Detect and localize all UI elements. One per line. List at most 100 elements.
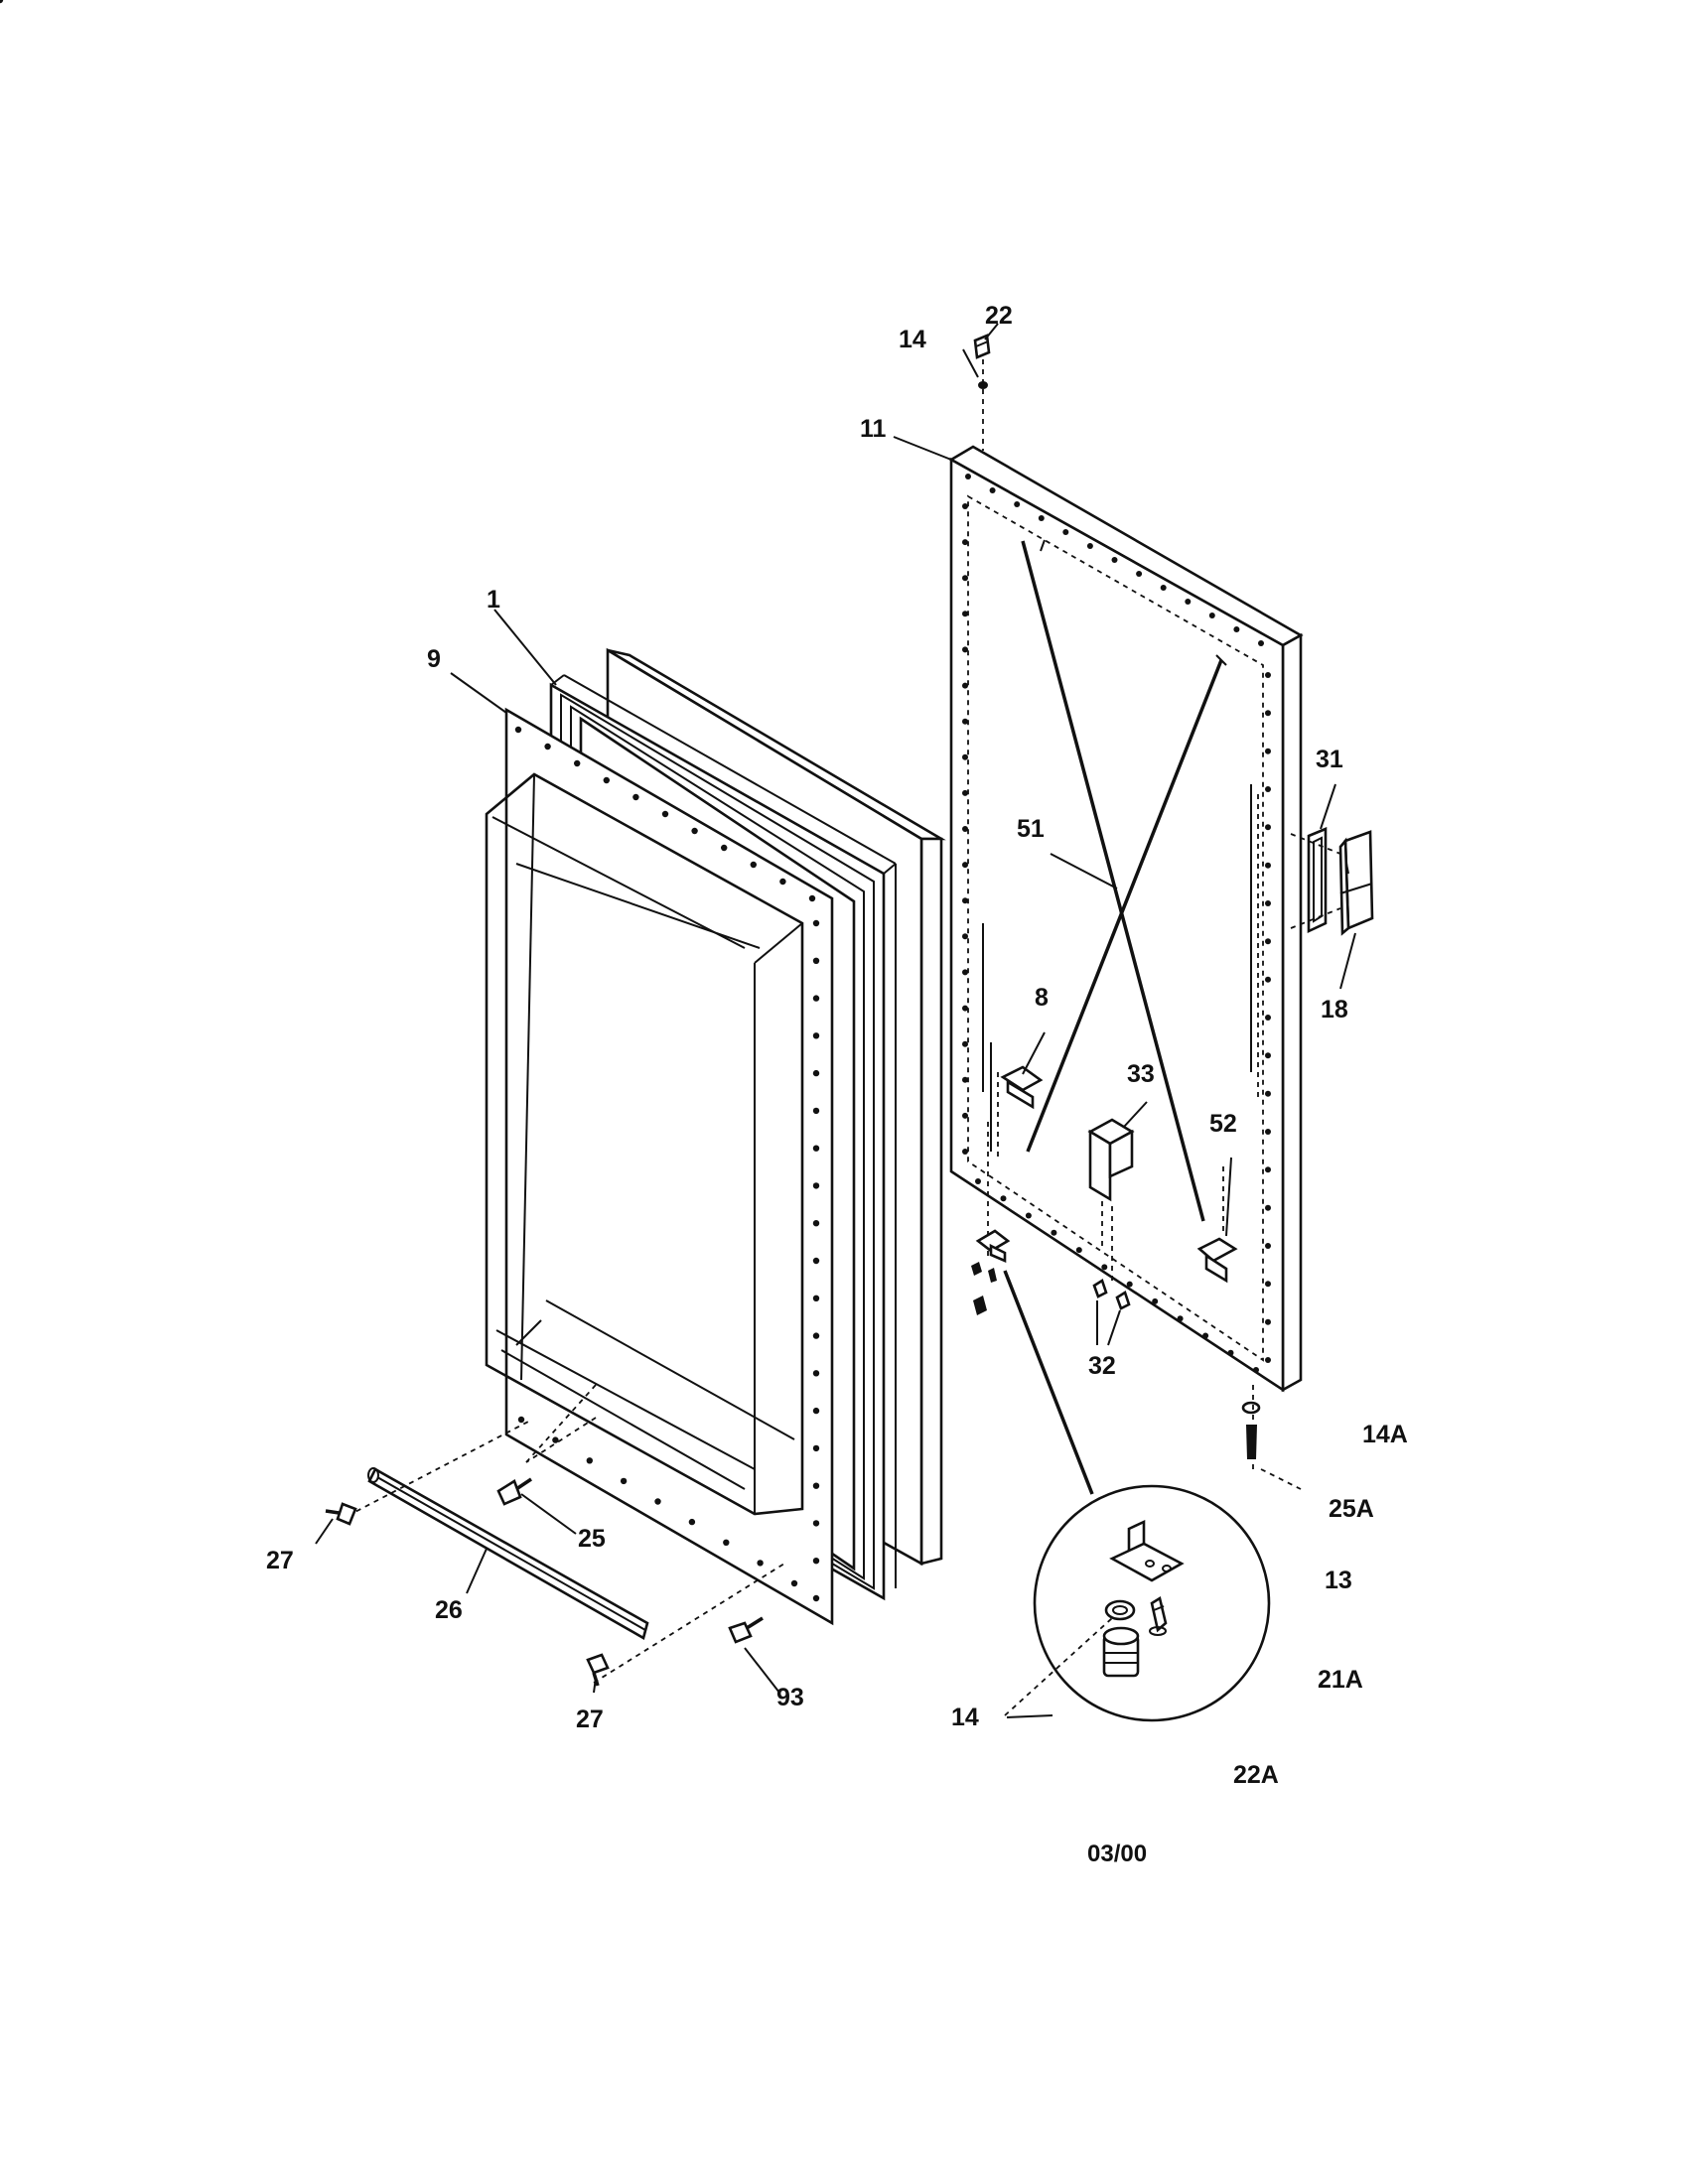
washer-14-top-icon <box>978 381 988 389</box>
screw-hole <box>1265 1166 1271 1173</box>
screw-hole <box>603 776 610 784</box>
screw-hole <box>1253 1367 1259 1373</box>
label-93: 93 <box>776 1684 804 1711</box>
screw-hole <box>790 1579 798 1587</box>
screw-hole <box>1258 640 1264 646</box>
screw-hole <box>812 1032 820 1039</box>
pin-25A-icon <box>1246 1425 1257 1459</box>
screw-hole <box>1265 786 1271 792</box>
screw-hole <box>721 844 728 852</box>
screw-hole <box>1265 672 1271 678</box>
label-26: 26 <box>435 1596 463 1624</box>
screw-hole <box>812 1482 820 1489</box>
screw-hole <box>812 1370 820 1377</box>
screw-hole <box>691 827 698 835</box>
door-brace-rods <box>1021 540 1227 1222</box>
door-outer-panel-holes <box>962 474 1271 1373</box>
screw-hole <box>962 1076 968 1083</box>
screw-27-bottom-icon <box>586 1653 610 1687</box>
screw-hole <box>812 1107 820 1115</box>
screw-93-icon <box>728 1616 764 1644</box>
screw-hole <box>1265 900 1271 906</box>
hinge-bracket-13 <box>975 1229 1011 1263</box>
screw-hole <box>586 1457 593 1464</box>
screw-hole <box>1202 1332 1209 1339</box>
screw-hole <box>962 503 968 509</box>
label-22A: 22A <box>1233 1761 1279 1789</box>
door-trim-strip <box>367 1467 649 1640</box>
label-25: 25 <box>578 1525 606 1553</box>
label-22: 22 <box>985 302 1013 330</box>
label-25A: 25A <box>1329 1495 1374 1523</box>
screw-hole <box>962 1005 968 1012</box>
screw-hole <box>812 1520 820 1527</box>
screw-hole <box>962 611 968 617</box>
screw-hole <box>1051 1229 1057 1236</box>
label-11: 11 <box>860 415 887 443</box>
screw-hole <box>962 1149 968 1155</box>
screw-hole <box>1075 1247 1082 1254</box>
screw-hole <box>1265 824 1271 831</box>
label-8: 8 <box>1035 984 1049 1012</box>
screw-hole <box>620 1477 628 1485</box>
screw-hole <box>750 861 757 869</box>
screw-hole <box>812 1257 820 1265</box>
screw-hole <box>812 957 820 964</box>
screw-hole <box>1025 1212 1032 1219</box>
screw-hole <box>654 1498 661 1505</box>
screw-hole <box>812 1594 820 1602</box>
screw-hole <box>574 759 581 767</box>
screw-hole <box>1062 529 1069 535</box>
screw-hole <box>962 753 968 760</box>
screw-hole <box>1152 1297 1159 1304</box>
label-1: 1 <box>487 586 500 614</box>
screw-hole <box>812 1220 820 1227</box>
screw-hole <box>812 1558 820 1565</box>
screw-hole <box>1086 543 1093 549</box>
label-13: 13 <box>1325 1567 1352 1594</box>
screw-hole <box>0 0 4 4</box>
door-outer-panel <box>948 445 1304 1393</box>
screw-hole <box>965 474 971 479</box>
screw-hole <box>1265 1281 1271 1288</box>
screw-hole <box>812 1069 820 1077</box>
screw-hole <box>1265 710 1271 717</box>
screw-hole <box>962 718 968 725</box>
screw-hole <box>1160 585 1167 591</box>
screw-hole <box>514 726 522 734</box>
screw-hole <box>1111 557 1118 563</box>
screw-hole <box>1101 1264 1108 1271</box>
label-9: 9 <box>427 645 441 673</box>
screw-hole <box>1014 501 1021 507</box>
label-51: 51 <box>1017 815 1045 843</box>
washer-14A-icon <box>1241 1401 1261 1415</box>
screw-hole <box>1227 1349 1234 1356</box>
hinge-bracket-8 <box>1000 1065 1044 1110</box>
label-31: 31 <box>1316 746 1343 773</box>
screw-27-left-icon <box>325 1502 357 1526</box>
screw-hole <box>962 789 968 796</box>
screw-hole <box>962 575 968 582</box>
screw-hole <box>1126 1281 1133 1288</box>
screw-hole <box>1265 976 1271 983</box>
screw-hole <box>1000 1195 1007 1202</box>
screw-hole <box>962 969 968 976</box>
detail-callout-circle <box>1033 1484 1271 1722</box>
screw-hole <box>1265 862 1271 869</box>
label-14A: 14A <box>1362 1421 1408 1448</box>
screw-hole <box>632 793 639 801</box>
screw-hole <box>1265 1052 1271 1059</box>
screw-hole <box>1185 599 1192 605</box>
screw-hole <box>552 1436 559 1443</box>
screw-hole <box>812 1182 820 1189</box>
screw-hole <box>1265 1204 1271 1211</box>
label-14-detail: 14 <box>951 1704 979 1731</box>
screw-hole <box>1265 1129 1271 1135</box>
label-52: 52 <box>1209 1110 1237 1138</box>
label-18: 18 <box>1321 996 1348 1024</box>
handle-gasket-31 <box>1307 827 1328 934</box>
date-code: 03/00 <box>1087 1841 1147 1867</box>
screw-hole <box>1233 626 1240 632</box>
label-27-left: 27 <box>266 1547 294 1574</box>
